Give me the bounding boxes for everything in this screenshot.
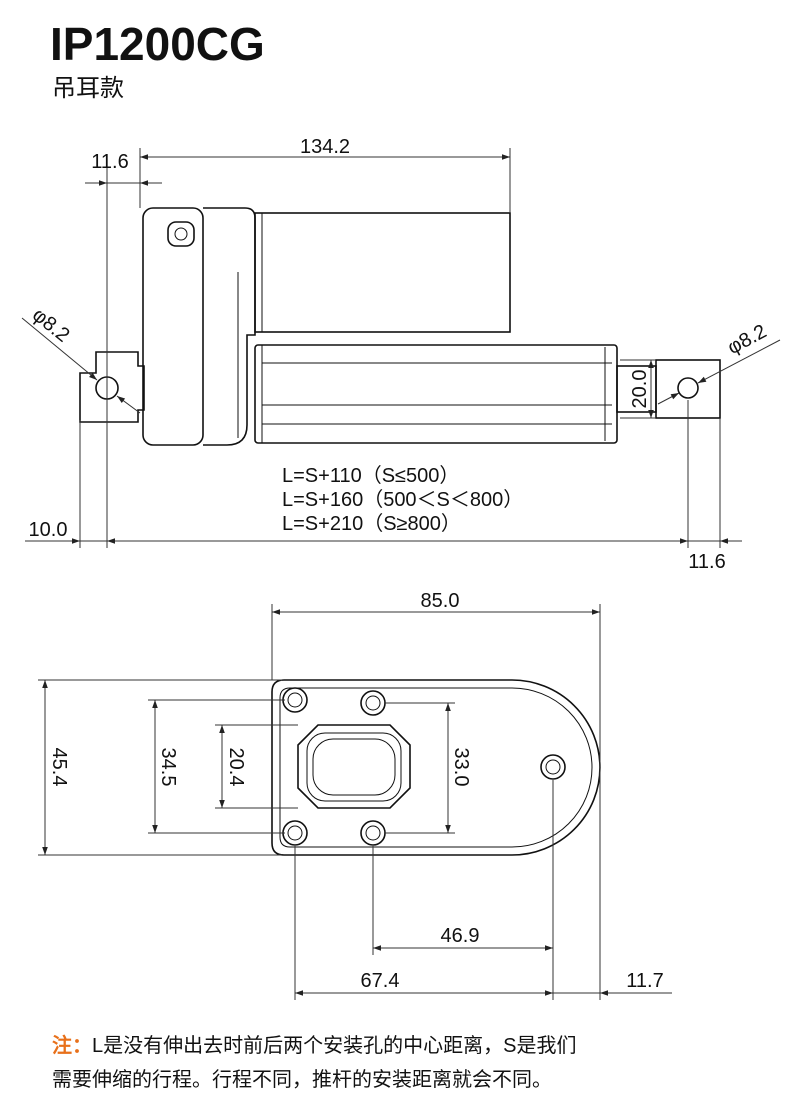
flange-inner-outline <box>279 687 593 848</box>
note-text-1: L是没有伸出去时前后两个安装孔的中心距离，S是我们 <box>92 1034 576 1057</box>
leader-rear-hole <box>116 395 141 414</box>
product-title: IP1200CG <box>50 18 265 70</box>
motor-body <box>254 212 511 333</box>
flange-view: 85.0 45.4 34.5 20.4 33.0 46.9 67.4 <box>38 590 672 1000</box>
length-formula-1: L=S+110（S≤500） <box>282 464 459 487</box>
pivot-hole <box>540 754 566 780</box>
dim-pivot-to-edge: 11.7 <box>626 970 663 992</box>
dim-hole-to-pivot: 46.9 <box>441 925 480 947</box>
dim-body-length: 134.2 <box>300 136 350 158</box>
mount-hole-inner <box>365 695 381 711</box>
outer-tube <box>254 344 618 444</box>
flange-window <box>297 724 411 809</box>
dim-hole-spacing-right: 33.0 <box>450 748 472 787</box>
dim-rear-offset: 11.6 <box>91 151 128 173</box>
dim-window-height: 20.4 <box>225 748 247 787</box>
dim-front-edge: 11.6 <box>688 551 725 573</box>
leader-front-hole <box>657 392 680 405</box>
product-subtitle: 吊耳款 <box>52 75 124 102</box>
flange-window-inner <box>306 732 402 802</box>
housing-end-cap <box>142 207 204 446</box>
side-view: 134.2 11.6 φ8.2 φ8.2 20.0 L=S+110（S≤500）… <box>21 136 781 573</box>
mount-hole <box>360 690 386 716</box>
pivot-hole-inner <box>545 759 561 775</box>
length-formula-3: L=S+210（S≥800） <box>282 512 461 535</box>
leader-rear-hole <box>21 317 98 381</box>
length-formula-2: L=S+160（500＜S＜800） <box>282 488 523 511</box>
note-line-2: 需要伸缩的行程。行程不同，推杆的安装距离就会不同。 <box>52 1068 552 1091</box>
dim-left-hole-to-pivot: 67.4 <box>361 970 400 992</box>
dim-width: 85.0 <box>421 590 460 612</box>
flange-outline <box>271 679 601 856</box>
dim-hole-spacing-left: 34.5 <box>157 748 179 787</box>
housing-slot <box>167 221 195 247</box>
mount-hole-inner <box>287 692 303 708</box>
mount-hole-inner <box>287 825 303 841</box>
flange-window-inner <box>312 738 396 796</box>
rear-clevis <box>79 351 145 423</box>
mount-hole <box>360 820 386 846</box>
note-line-1: 注：L是没有伸出去时前后两个安装孔的中心距离，S是我们 <box>52 1033 576 1057</box>
dim-height: 45.4 <box>48 748 70 787</box>
dim-front-hole: φ8.2 <box>724 320 770 359</box>
mount-hole <box>282 820 308 846</box>
mount-hole-inner <box>365 825 381 841</box>
mount-hole <box>282 687 308 713</box>
front-mount-hole <box>677 377 699 399</box>
dim-rear-edge: 10.0 <box>29 519 68 541</box>
housing-screw <box>174 227 188 241</box>
leader-front-hole <box>697 339 781 384</box>
dim-rear-hole: φ8.2 <box>28 304 74 347</box>
dim-rod-end-height: 20.0 <box>629 370 651 409</box>
gearbox-housing <box>203 207 256 446</box>
note-label: 注： <box>52 1033 92 1057</box>
